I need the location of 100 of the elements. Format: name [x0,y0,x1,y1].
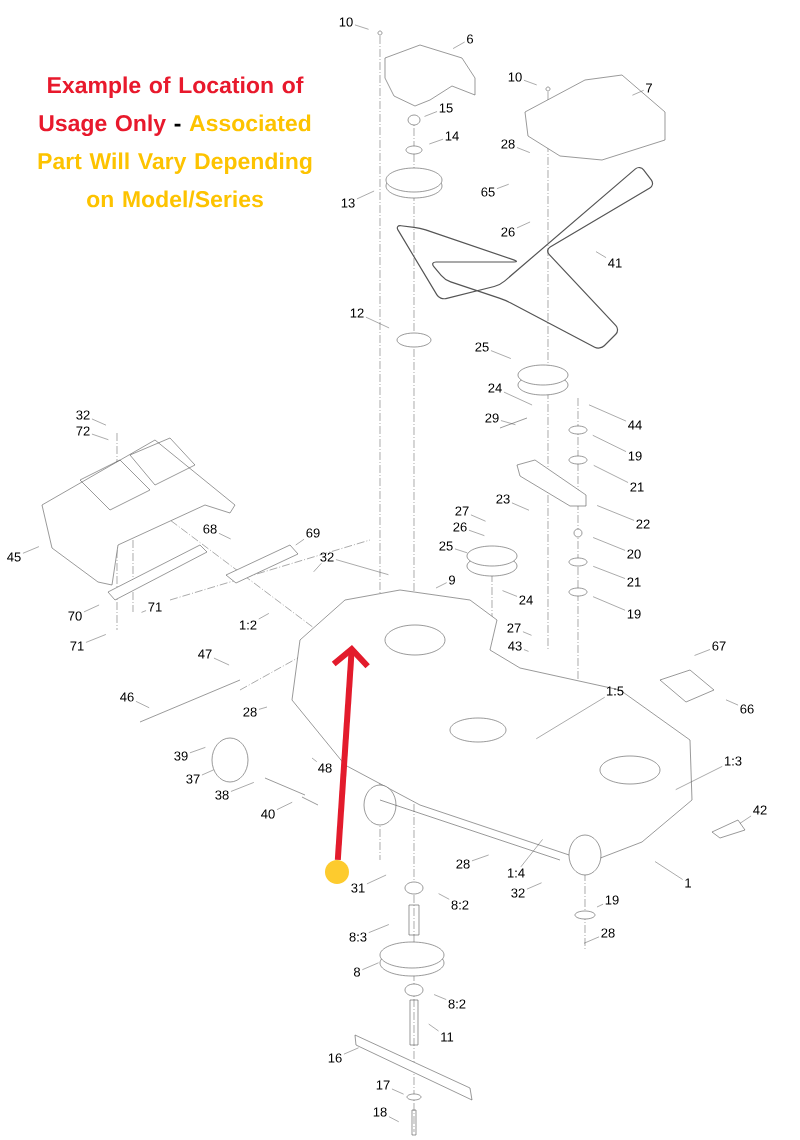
callout-number: 16 [328,1053,342,1063]
callout-number: 6 [467,34,474,44]
leader-line [354,24,369,30]
callout-number: 37 [186,774,200,784]
leader-line [468,529,485,536]
leader-line [313,563,322,573]
leader-line [694,649,711,656]
leader-line [230,782,255,792]
callout-number: 9 [449,575,455,585]
callout-number: 28 [601,928,615,938]
leader-line [356,190,375,200]
callout-number: 14 [445,131,459,141]
leader-line [438,893,450,900]
callout-number: 25 [439,541,453,551]
leader-line [502,590,518,597]
leader-line [470,514,486,522]
callout-number: 65 [481,187,495,197]
callout-number: 47 [198,649,212,659]
leader-line [526,882,542,890]
leader-line [503,391,533,406]
leader-line [343,1047,359,1055]
callout-number: 22 [636,519,650,529]
leader-line [213,657,230,666]
leader-line [388,1116,400,1123]
leader-line [675,766,723,790]
callout-number: 43 [508,641,522,651]
leader-line [258,706,268,710]
callout-number: 23 [496,494,510,504]
callout-number: 18 [373,1107,387,1117]
callout-number: 48 [318,763,332,773]
arrow [331,645,370,861]
callout-number: 70 [68,611,82,621]
callout-number: 1:3 [724,756,742,766]
leader-line [258,613,270,620]
leader-line [523,649,529,652]
callout-number: 15 [439,103,453,113]
leader-line [433,994,447,1000]
leader-line [595,251,607,258]
leader-line [523,80,537,86]
callout-number: 32 [76,410,90,420]
leader-line [654,861,683,880]
leader-line [83,604,100,613]
callout-number: 20 [627,549,641,559]
leader-line [311,757,318,762]
leader-line [592,435,627,452]
callout-number: 31 [351,883,365,893]
callout-number: 45 [7,552,21,562]
leader-line [365,316,390,329]
leader-line [596,903,604,908]
callout-number: 40 [261,809,275,819]
leader-line [189,747,206,754]
callout-number: 71 [148,602,162,612]
leader-line [368,924,390,933]
callout-number: 24 [488,383,502,393]
callout-number: 19 [627,609,641,619]
leader-line [141,610,147,613]
leader-line [335,559,389,575]
callout-number: 68 [203,524,217,534]
callout-number: 44 [628,420,642,430]
leader-line [362,962,379,970]
callout-number: 67 [712,641,726,651]
callout-number: 28 [243,707,257,717]
leader-line [135,701,150,708]
leader-line [522,631,532,636]
leader-line [632,90,644,96]
callout-number: 24 [519,595,533,605]
leader-line [596,505,635,521]
callout-number: 8:2 [451,900,469,910]
leader-line [516,147,531,153]
leader-line [218,533,231,540]
callout-number: 28 [501,139,515,149]
callout-number: 10 [508,72,522,82]
leader-line [435,582,447,589]
callout-number: 46 [120,692,134,702]
leader-line [91,418,107,426]
callout-number: 12 [350,308,364,318]
callout-number: 32 [511,888,525,898]
leader-line [201,769,214,776]
callout-number: 1:5 [606,686,624,696]
marker-dot [325,860,349,884]
callout-number: 19 [628,451,642,461]
callout-number: 28 [456,859,470,869]
callout-number: 21 [630,482,644,492]
leader-line [500,420,516,425]
leader-line [22,546,40,554]
callout-number: 72 [76,426,90,436]
leader-line [471,854,489,862]
callout-number: 27 [455,506,469,516]
leader-line [490,350,512,359]
leader-line [520,839,543,868]
leader-line [452,41,465,49]
callout-number: 42 [753,805,767,815]
callout-number: 21 [627,577,641,587]
note-text: Example of Location of Usage Only - Associated Part Will Vary Depending on Model/Series [38,76,312,208]
callout-number: 25 [475,342,489,352]
callout-number: 17 [376,1080,390,1090]
callout-number: 13 [341,198,355,208]
callout-number: 32 [320,552,334,562]
leader-line [536,697,605,740]
callout-number: 8:2 [448,999,466,1009]
